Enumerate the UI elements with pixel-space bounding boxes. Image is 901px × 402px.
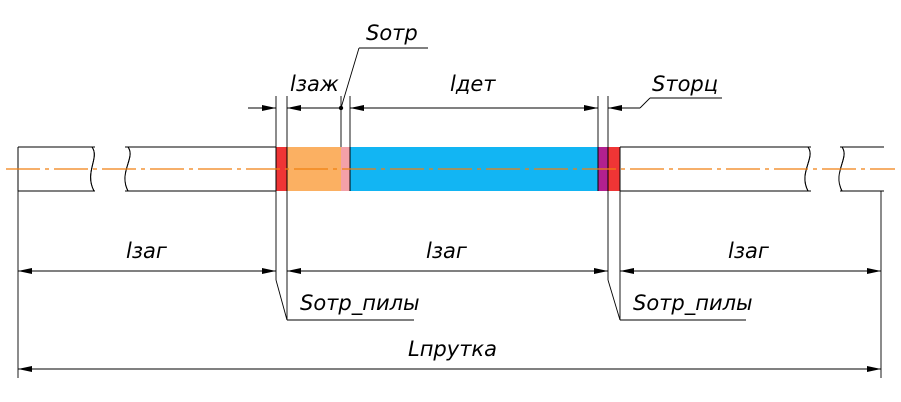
label-s-otr-pily-left: Sотр_пилы xyxy=(300,291,420,316)
label-l-zag-left: lзаг xyxy=(126,239,168,263)
dimension-middle-row xyxy=(18,268,881,321)
saw-cut-left xyxy=(276,147,287,191)
label-s-otr: Sотр xyxy=(366,21,418,45)
label-l-prutka: Lпрутка xyxy=(408,337,497,361)
dimension-top-row xyxy=(248,47,722,111)
label-l-zag-mid: lзаг xyxy=(426,239,468,263)
label-l-zazh: lзаж xyxy=(290,72,339,96)
label-s-torc: Sторц xyxy=(652,72,718,96)
label-s-otr-pily-right: Sотр_пилы xyxy=(633,291,753,316)
label-l-det: lдет xyxy=(450,72,496,96)
label-l-zag-right: lзаг xyxy=(728,239,770,263)
dimension-bottom-row xyxy=(18,366,881,372)
extension-lines xyxy=(17,96,882,378)
